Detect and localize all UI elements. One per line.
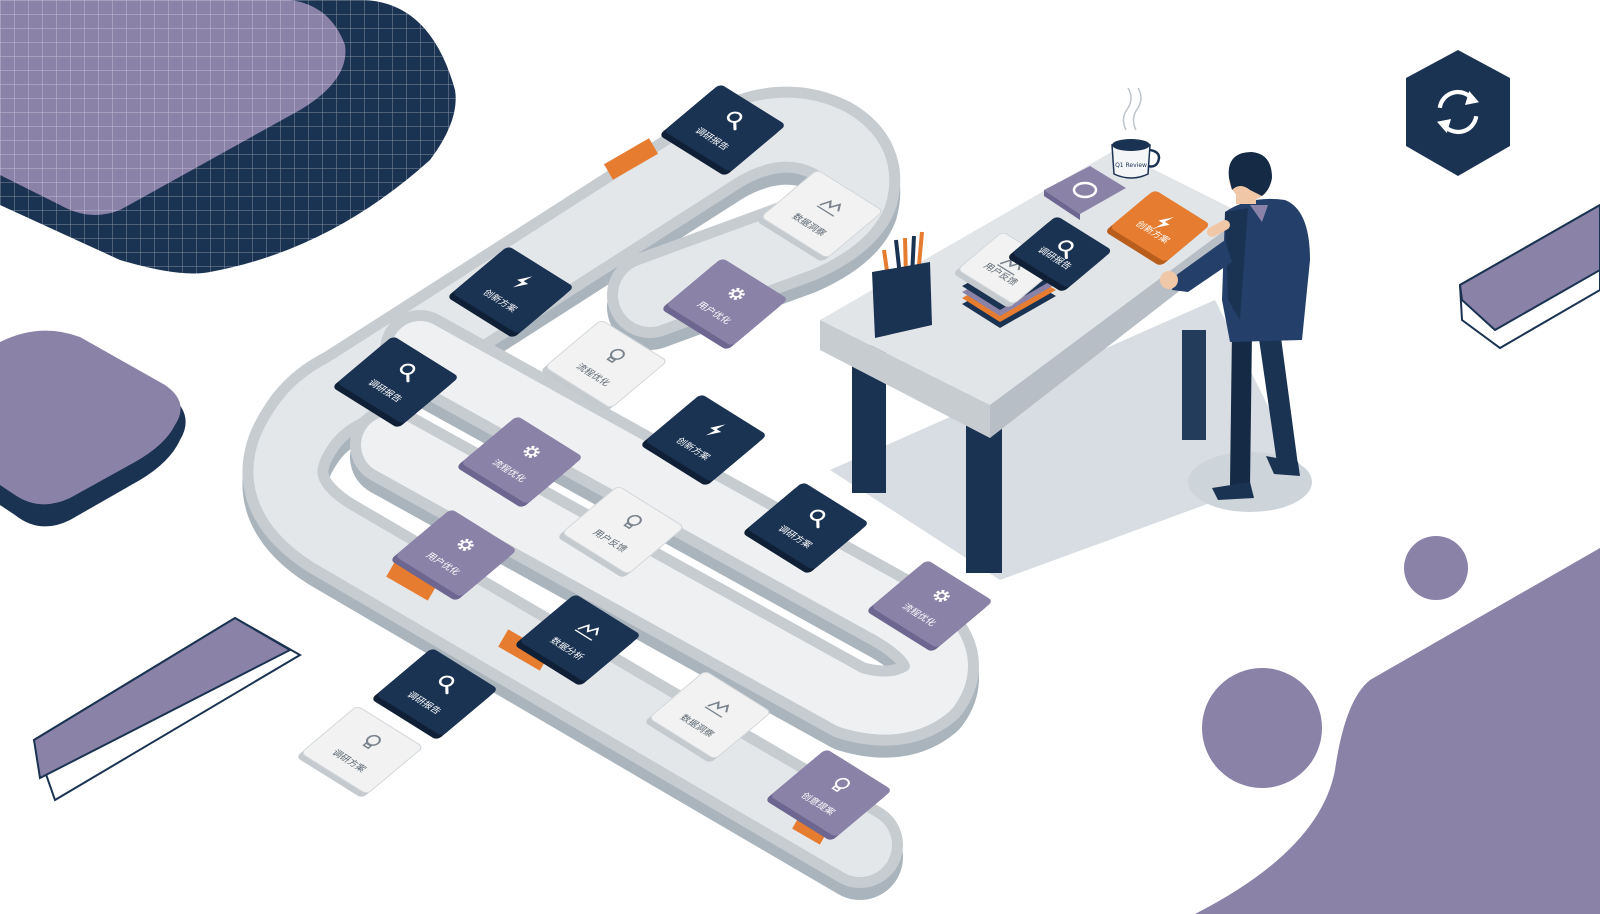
belt-card: 数据洞察: [646, 671, 770, 762]
table-leg: [1182, 330, 1206, 440]
loose-card: 调研报告: [373, 649, 496, 739]
belt-card: 用户优化: [392, 510, 515, 600]
belt-card: 调研报告: [334, 337, 457, 427]
belt-card: 流程优化: [542, 320, 666, 411]
pencil-cup: [872, 231, 932, 338]
desk-card: 创新方案: [1107, 191, 1209, 265]
belt-card: 流程优化: [868, 561, 991, 651]
coffee-mug: Q1 Review: [1111, 87, 1161, 179]
belt-card: 调研方案: [744, 483, 867, 573]
belt-card: 创意提案: [767, 750, 890, 840]
belt-card: 创新方案: [642, 395, 765, 485]
roller-orange: [386, 559, 438, 601]
loose-card: 调研方案: [298, 706, 422, 797]
roller-orange: [603, 138, 659, 180]
small-circle: [1404, 536, 1468, 600]
belt-card: 流程优化: [458, 417, 581, 507]
belt-cards: 调研报告数据洞察用户优化创新方案调研报告流程优化创新方案流程优化用户反馈调研方案…: [334, 85, 991, 840]
belt-card: 用户优化: [663, 259, 786, 349]
belt-card: 用户反馈: [559, 486, 683, 577]
mug-label: Q1 Review: [1115, 162, 1147, 169]
belt-card: 调研报告: [661, 85, 784, 175]
desk-card: 调研报告: [1009, 217, 1111, 291]
belt-card: 数据洞察: [758, 170, 882, 261]
large-circle: [1202, 668, 1322, 788]
desk-tile: [1044, 166, 1126, 220]
belt-card: 创新方案: [449, 247, 572, 337]
belt-card: 数据分析: [516, 595, 639, 685]
businessman: [1160, 152, 1310, 500]
refresh-badge: [1406, 50, 1510, 176]
bottom-right-land: [1195, 548, 1600, 914]
